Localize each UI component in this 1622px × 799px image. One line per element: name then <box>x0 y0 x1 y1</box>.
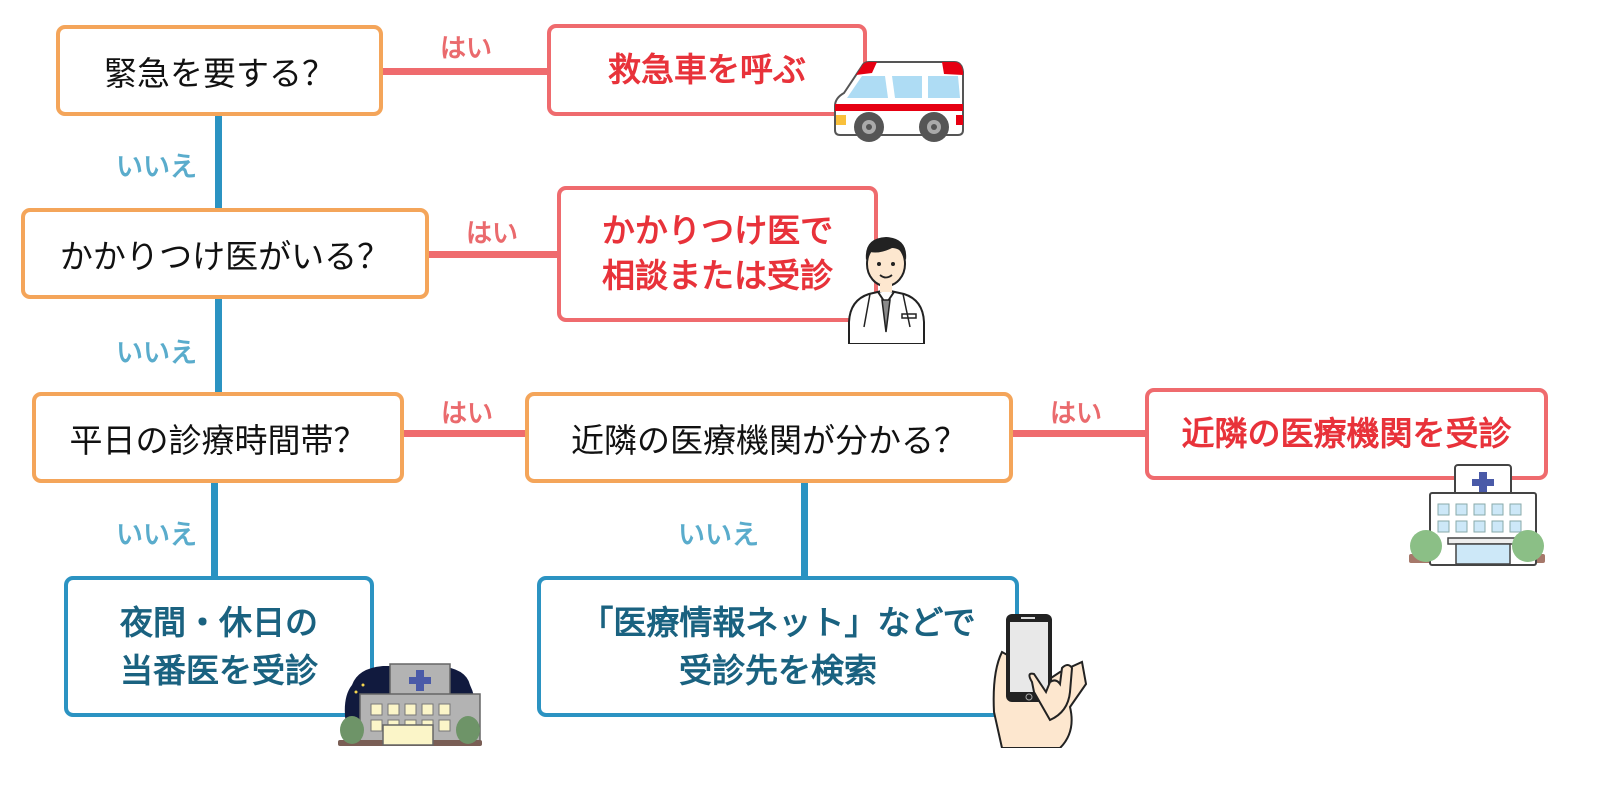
question-urgent-text: 緊急を要する？ <box>104 53 335 93</box>
label-q3-no: いいえ <box>116 520 197 551</box>
question-family-doctor-text: かかりつけ医がいる？ <box>59 236 391 276</box>
outcome-nearby-clinic: 近隣の医療機関を受診 <box>1145 388 1548 480</box>
smartphone-icon <box>992 614 1088 748</box>
label-q2-yes: はい <box>466 219 519 249</box>
outcome-night-holiday-line2: 当番医を受診 <box>120 650 318 690</box>
night-hospital-icon <box>338 663 482 746</box>
question-weekday-hours-text: 平日の診療時間帯？ <box>69 420 367 460</box>
question-know-nearby: 近隣の医療機関が分かる？ <box>525 392 1013 483</box>
question-weekday-hours: 平日の診療時間帯？ <box>32 392 404 483</box>
outcome-call-ambulance-text: 救急車を呼ぶ <box>608 49 806 89</box>
connector-q4-no <box>801 482 808 579</box>
label-q1-yes: はい <box>440 34 493 64</box>
label-q4-no: いいえ <box>678 520 759 551</box>
connector-q3-yes <box>403 430 529 437</box>
outcome-family-doctor-line1: かかりつけ医で <box>601 211 834 251</box>
outcome-search-online: 「医療情報ネット」などで 受診先を検索 <box>537 576 1019 717</box>
doctor-icon <box>848 237 925 344</box>
outcome-search-online-line2: 受診先を検索 <box>679 650 877 690</box>
ambulance-icon <box>834 61 964 142</box>
question-know-nearby-text: 近隣の医療機関が分かる？ <box>571 420 967 460</box>
label-q4-yes: はい <box>1050 399 1103 429</box>
outcome-family-doctor-line2: 相談または受診 <box>602 256 833 295</box>
outcome-nearby-clinic-text: 近隣の医療機関を受診 <box>1181 413 1512 453</box>
outcome-search-online-line1: 「医療情報ネット」などで <box>580 602 976 642</box>
connector-q2-no <box>215 298 222 395</box>
connector-q4-yes <box>1012 430 1149 437</box>
hospital-icon <box>1409 464 1545 566</box>
connector-q2-yes <box>427 251 561 258</box>
outcome-call-ambulance: 救急車を呼ぶ <box>547 24 867 116</box>
question-urgent: 緊急を要する？ <box>56 25 383 116</box>
label-q3-yes: はい <box>441 399 494 429</box>
outcome-family-doctor: かかりつけ医で 相談または受診 <box>557 186 878 322</box>
label-q1-no: いいえ <box>116 152 197 183</box>
label-q2-no: いいえ <box>116 338 197 369</box>
outcome-night-holiday-line1: 夜間・休日の <box>120 602 318 642</box>
connector-q3-no <box>211 482 218 579</box>
connector-q1-yes <box>382 68 552 75</box>
question-family-doctor: かかりつけ医がいる？ <box>21 208 429 299</box>
outcome-night-holiday: 夜間・休日の 当番医を受診 <box>64 576 374 717</box>
connector-q1-no <box>215 115 222 211</box>
